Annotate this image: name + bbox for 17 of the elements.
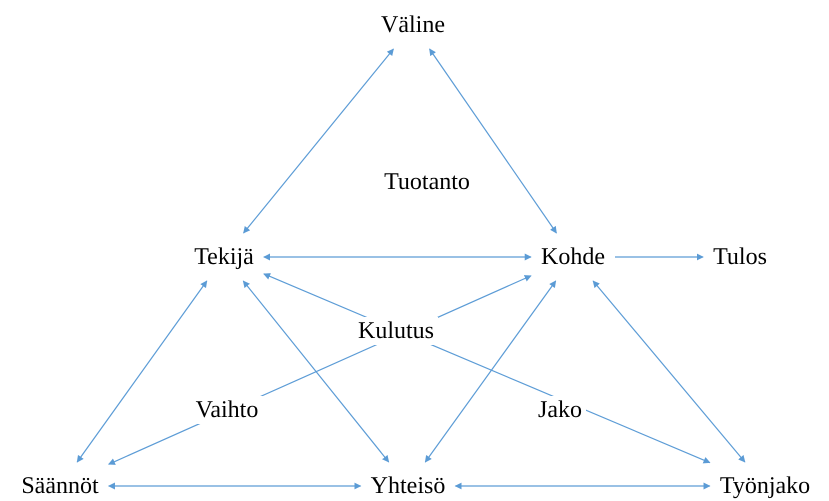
node-label: Tulos [713,243,767,271]
arrow [424,280,556,463]
arrow [108,482,362,490]
arrow [243,48,394,234]
arrow [429,48,557,234]
node-label: Yhteisö [370,472,446,500]
node-label: Väline [381,11,445,39]
arrow [454,482,711,490]
arrow [615,254,704,260]
node-label: Työnjako [720,472,810,500]
node-label: Säännöt [21,472,99,500]
arrow [242,280,390,463]
node-label: Tekijä [194,243,254,271]
node-label: Kohde [541,243,605,271]
arrow [76,280,208,463]
arrow [592,280,746,463]
arrow [263,254,532,260]
